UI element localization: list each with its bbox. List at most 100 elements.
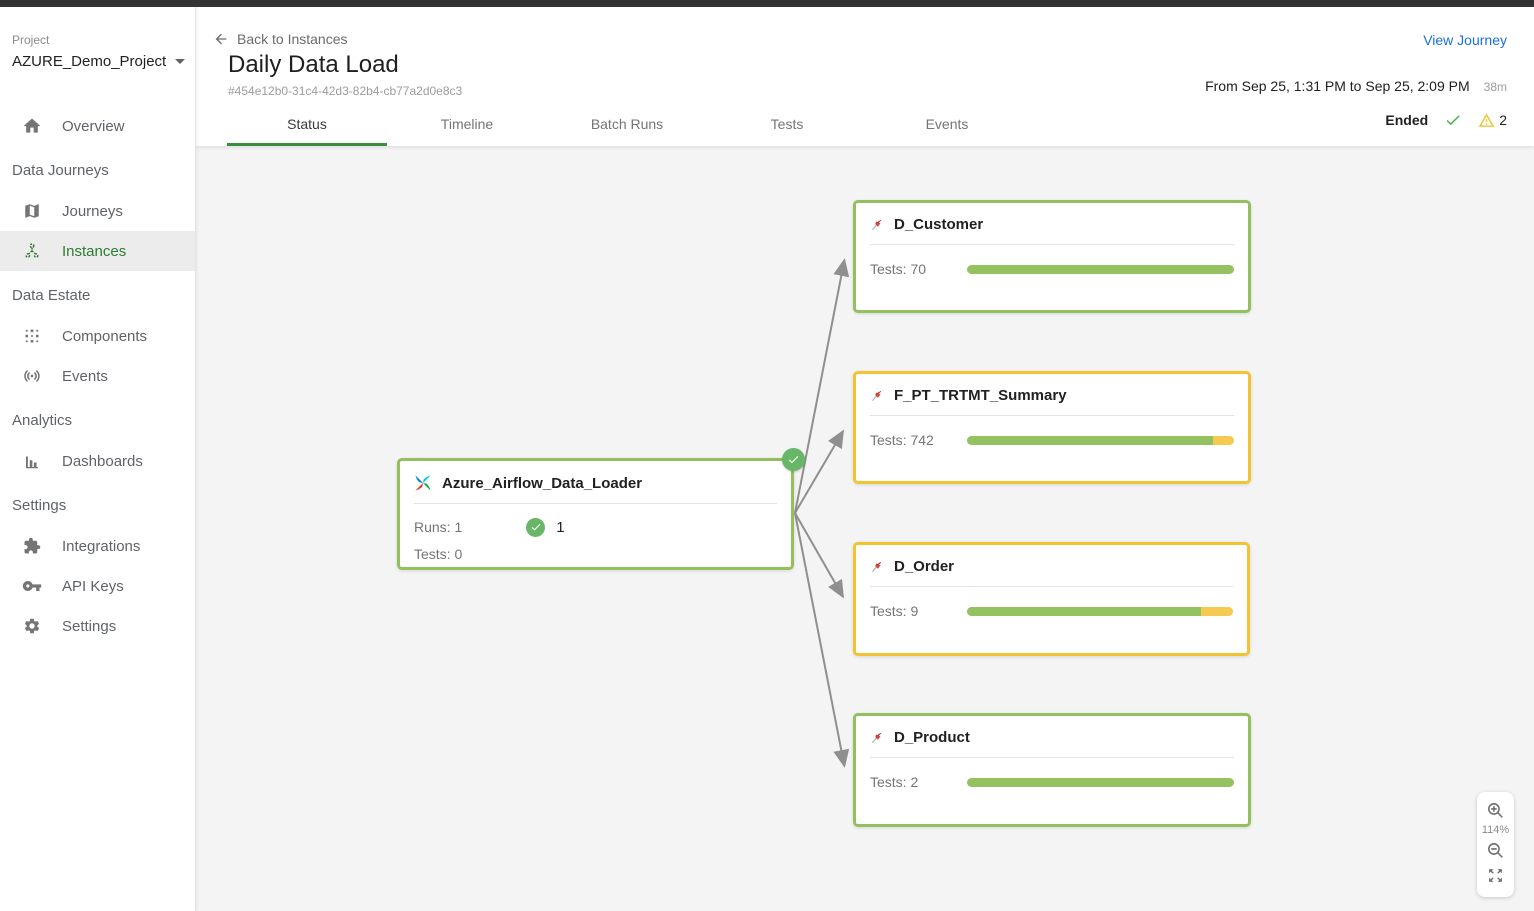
journey-graph-canvas[interactable]: Azure_Airflow_Data_Loader Runs: 1 1 Test… (196, 146, 1534, 911)
divider (870, 244, 1234, 245)
instance-id: #454e12b0-31c4-42d3-82b4-cb77a2d0e8c3 (228, 84, 463, 98)
runs-success-count: 1 (556, 518, 565, 536)
tests-row: Tests: 70 (856, 259, 1248, 279)
sidebar-section-data-estate: Data Estate (12, 287, 91, 304)
check-icon (1446, 115, 1460, 126)
broadcast-icon (22, 366, 42, 386)
runs-row: Runs: 1 1 (400, 516, 791, 538)
warning-count-group: 2 (1478, 112, 1507, 129)
tests-label: Tests: 0 (414, 546, 463, 562)
map-icon (22, 201, 42, 221)
sidebar-item-label: Components (62, 327, 148, 345)
divider (870, 757, 1234, 758)
graph-edges (794, 258, 850, 768)
sidebar-item-label: Settings (62, 617, 117, 635)
tab-timeline[interactable]: Timeline (440, 116, 494, 132)
airflow-icon (415, 475, 431, 491)
tab-bar: Status Timeline Batch Runs Tests Events (227, 102, 1027, 146)
runs-label: Runs: 1 (414, 519, 463, 535)
duration: 38m (1483, 80, 1507, 94)
divider (414, 503, 777, 504)
sidebar-item-overview[interactable]: Overview (0, 106, 195, 146)
zoom-in-button[interactable] (1484, 799, 1508, 821)
warning-icon (1478, 112, 1495, 127)
page-header: Back to Instances Daily Data Load #454e1… (196, 7, 1534, 146)
components-icon (22, 326, 42, 346)
dataset-icon (872, 219, 882, 230)
sidebar-item-instances[interactable]: Instances (0, 231, 195, 271)
puzzle-icon (22, 536, 42, 556)
sidebar-item-components[interactable]: Components (0, 316, 195, 356)
sidebar-item-label: Dashboards (62, 452, 143, 470)
sidebar-item-dashboards[interactable]: Dashboards (0, 441, 195, 481)
back-to-instances-link[interactable]: Back to Instances (213, 31, 348, 47)
time-range: From Sep 25, 1:31 PM to Sep 25, 2:09 PM (1205, 78, 1470, 94)
tests-row: Tests: 2 (856, 772, 1248, 792)
sidebar-item-label: Instances (62, 242, 127, 260)
tests-label: Tests: 2 (870, 774, 919, 790)
sidebar-item-label: Journeys (62, 202, 123, 220)
gear-icon (22, 616, 42, 636)
status-row: Ended 2 (1385, 111, 1507, 129)
tests-result-bar (966, 435, 1234, 445)
time-row: From Sep 25, 1:31 PM to Sep 25, 2:09 PM … (1205, 78, 1507, 94)
home-icon (22, 116, 42, 136)
node-d-product[interactable]: D_Product Tests: 2 (853, 713, 1251, 827)
tests-result-bar (966, 264, 1234, 274)
node-title: F_PT_TRTMT_Summary (894, 387, 1067, 404)
tests-row: Tests: 9 (856, 601, 1247, 621)
divider (870, 415, 1234, 416)
dataset-icon (872, 561, 882, 572)
sidebar-item-label: API Keys (62, 577, 124, 595)
warning-count: 2 (1499, 112, 1507, 128)
zoom-controls: 114% (1477, 792, 1514, 897)
project-selector[interactable]: AZURE_Demo_Project (12, 53, 195, 70)
node-title: Azure_Airflow_Data_Loader (442, 474, 643, 492)
sidebar-item-settings[interactable]: Settings (0, 606, 195, 646)
view-journey-link[interactable]: View Journey (1423, 32, 1507, 48)
divider (870, 586, 1233, 587)
sidebar-item-api-keys[interactable]: API Keys (0, 566, 195, 606)
sidebar-section-analytics: Analytics (12, 412, 73, 429)
node-title: D_Customer (894, 216, 984, 233)
tests-label: Tests: 9 (870, 603, 919, 619)
tests-label: Tests: 70 (870, 261, 927, 277)
dataset-icon (872, 390, 882, 401)
dataset-icon (872, 732, 882, 743)
node-d-customer[interactable]: D_Customer Tests: 70 (853, 200, 1251, 313)
tests-label: Tests: 742 (870, 432, 934, 448)
top-accent-bar (0, 0, 1534, 7)
tests-row: Tests: 742 (856, 430, 1248, 450)
tab-batch-runs[interactable]: Batch Runs (590, 116, 664, 132)
key-icon (22, 576, 42, 596)
success-check-icon (526, 517, 546, 537)
sidebar: Project AZURE_Demo_Project Overview Data… (0, 7, 196, 911)
fullscreen-icon[interactable] (1484, 864, 1508, 886)
sidebar-item-journeys[interactable]: Journeys (0, 191, 195, 231)
back-arrow-icon (215, 33, 227, 45)
node-f-pt-trtmt-summary[interactable]: F_PT_TRTMT_Summary Tests: 742 (853, 371, 1251, 484)
sidebar-section-settings: Settings (12, 497, 67, 514)
tab-tests[interactable]: Tests (770, 116, 804, 132)
sidebar-item-events[interactable]: Events (0, 356, 195, 396)
page-title: Daily Data Load (228, 51, 399, 78)
tab-events[interactable]: Events (925, 116, 969, 132)
tests-result-bar (966, 777, 1234, 787)
zoom-out-button[interactable] (1484, 839, 1508, 861)
sidebar-item-integrations[interactable]: Integrations (0, 526, 195, 566)
tab-status[interactable]: Status (227, 102, 387, 146)
sidebar-item-label: Overview (62, 117, 125, 135)
status-badge: Ended (1385, 112, 1429, 128)
chevron-down-icon (175, 58, 186, 64)
sidebar-section-data-journeys: Data Journeys (12, 162, 109, 179)
tests-result-bar (966, 606, 1233, 616)
project-name: AZURE_Demo_Project (12, 53, 167, 70)
node-status-check-icon (782, 448, 805, 471)
bar-chart-icon (22, 451, 42, 471)
sidebar-item-label: Integrations (62, 537, 141, 555)
node-title: D_Order (894, 558, 955, 575)
node-d-order[interactable]: D_Order Tests: 9 (853, 542, 1250, 656)
node-title: D_Product (894, 729, 970, 746)
node-azure-airflow-data-loader[interactable]: Azure_Airflow_Data_Loader Runs: 1 1 Test… (397, 458, 794, 570)
sidebar-item-label: Events (62, 367, 108, 385)
